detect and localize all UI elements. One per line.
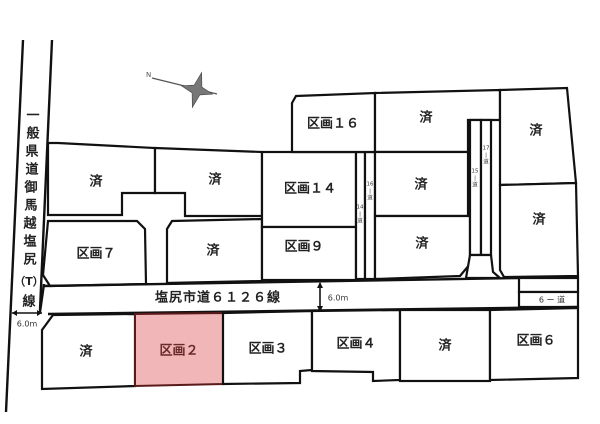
svg-text:県: 県 <box>25 145 38 160</box>
city-road-width-dimension: 6.0m <box>317 282 348 312</box>
path-end <box>464 253 503 280</box>
lot-4-label: 区画４ <box>336 337 375 352</box>
lot-sold[interactable] <box>40 312 137 391</box>
lot-6[interactable] <box>488 306 580 382</box>
lot-sold[interactable] <box>373 214 472 281</box>
lot-2-label: 区画２ <box>159 344 198 359</box>
lot-9[interactable] <box>260 225 358 282</box>
svg-text:|: | <box>485 153 487 159</box>
svg-text:|: | <box>474 176 476 182</box>
svg-text:馬: 馬 <box>24 199 37 214</box>
lot-14-label: 区画１４ <box>284 182 336 197</box>
sold-label: 済 <box>532 212 546 228</box>
svg-text:塩: 塩 <box>23 234 36 250</box>
path-6-upper <box>517 276 580 294</box>
sold-label: 済 <box>419 110 433 126</box>
sold-label: 済 <box>206 243 220 259</box>
sold-label: 済 <box>414 177 428 193</box>
lot-6-label: 区画６ <box>516 334 555 349</box>
svg-text:道: 道 <box>367 194 373 202</box>
lower-block[interactable] <box>40 306 580 391</box>
prefecture-road: 一 般 県 道 御 馬 越 塩 尻 （T） 線 6.0m <box>4 39 54 413</box>
path-17-label: 17 | 道 <box>483 146 490 166</box>
svg-text:塩尻市道６１２６線: 塩尻市道６１２６線 <box>155 290 281 306</box>
sold-label: 済 <box>438 338 452 354</box>
svg-text:越: 越 <box>22 216 37 232</box>
path-17 <box>479 118 493 257</box>
svg-text:16: 16 <box>367 182 374 188</box>
svg-text:道: 道 <box>483 158 489 166</box>
compass-rose-icon: N <box>146 71 218 109</box>
svg-text:道: 道 <box>25 162 38 178</box>
svg-text:道: 道 <box>357 217 363 225</box>
sold-label: 済 <box>415 236 429 252</box>
svg-text:（T）: （T） <box>14 275 44 288</box>
svg-text:15: 15 <box>472 169 479 175</box>
city-road: 塩尻市道６１２６線 6.0m <box>38 276 579 316</box>
svg-text:N: N <box>146 71 151 79</box>
road-edge-right <box>38 39 54 311</box>
sold-label: 済 <box>79 344 93 360</box>
road-edge-left <box>4 39 25 413</box>
prefecture-road-width-dimension: 6.0m <box>12 310 42 329</box>
svg-text:|: | <box>359 212 361 218</box>
lot-3-label: 区画３ <box>248 342 287 357</box>
lot-9-label: 区画９ <box>284 240 323 255</box>
lot-sold[interactable] <box>498 181 580 279</box>
upper-block <box>41 86 580 309</box>
sold-label: 済 <box>529 123 543 139</box>
sold-label: 済 <box>208 172 222 188</box>
path-14-label: 14 | 道 <box>357 205 364 225</box>
lot-16-label: 区画１６ <box>307 117 359 132</box>
path-15-label: 15 | 道 <box>472 169 479 189</box>
lot-7-label: 区画７ <box>76 247 115 262</box>
path-labels: 14 | 道 16 | 道 15 | 道 17 | 道 6 ー 道 <box>357 146 566 305</box>
sold-label: 済 <box>89 174 103 190</box>
path-16 <box>363 150 377 281</box>
svg-text:17: 17 <box>483 146 490 152</box>
svg-text:線: 線 <box>22 294 36 310</box>
svg-text:6.0m: 6.0m <box>17 320 38 329</box>
svg-text:一: 一 <box>26 109 39 124</box>
svg-text:道: 道 <box>472 181 478 189</box>
lot-16[interactable] <box>290 91 377 154</box>
path-6-label: 6 ー 道 <box>539 295 565 305</box>
svg-text:般: 般 <box>26 126 39 142</box>
svg-text:6.0m: 6.0m <box>328 294 349 303</box>
lot-labels: 区画１６ 済 済 済 済 区画１４ 済 済 区画７ 済 区画９ 済 済 区画２ … <box>76 110 555 360</box>
svg-text:14: 14 <box>357 205 364 211</box>
svg-text:御: 御 <box>23 180 37 196</box>
svg-text:|: | <box>369 189 371 195</box>
prefecture-road-name: 一 般 県 道 御 馬 越 塩 尻 （T） 線 <box>14 109 44 310</box>
lot-sold[interactable] <box>373 150 470 218</box>
path-16-label: 16 | 道 <box>367 182 374 202</box>
svg-text:尻: 尻 <box>23 253 36 268</box>
